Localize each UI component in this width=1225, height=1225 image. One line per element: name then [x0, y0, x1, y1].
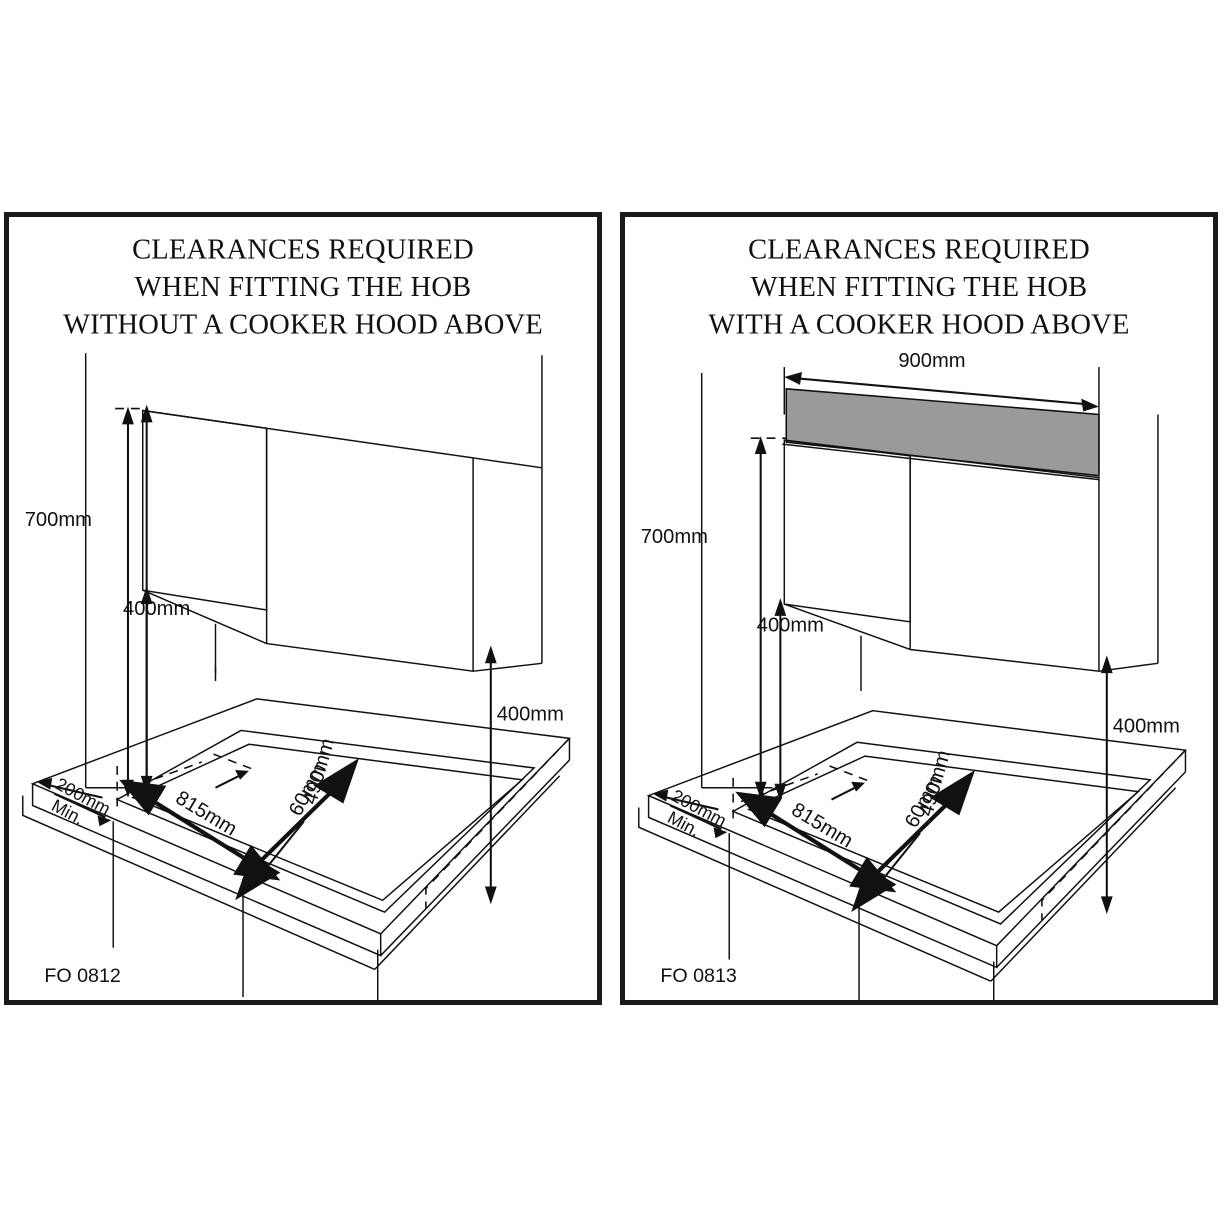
- hob-offset-guide-dashed-b: [740, 773, 818, 803]
- wall-cabinet-bottom-edge: [142, 589, 267, 645]
- dim-400-arrowhead-up-a: [140, 404, 153, 423]
- hob-offset-arrowhead: [235, 769, 249, 780]
- dim-900mm-label: 900mm: [898, 350, 965, 372]
- wall-cabinet-bottom-extension: [473, 662, 543, 672]
- figure-code: FO 0813: [660, 965, 736, 987]
- diagram-without-hood: CLEARANCES REQUIRED WHEN FITTING THE HOB…: [22, 234, 572, 1000]
- dim-815-arrowhead-a: [119, 779, 167, 816]
- dim-400-arrowhead-up: [774, 598, 787, 616]
- wall-cabinet-top-extension: [473, 457, 543, 469]
- hob-offset-guide-dashed-b: [124, 761, 202, 791]
- dim-700-arrowhead-up: [754, 436, 767, 454]
- cooker-hood-underside-line: [782, 443, 1100, 481]
- dim-700mm-label: 700mm: [641, 526, 708, 548]
- figure-code: FO 0812: [44, 965, 120, 987]
- dim-400mm-label: 400mm: [123, 598, 190, 620]
- dim-400-right-arrowhead-down: [484, 886, 497, 905]
- dim-490-arrowhead-a: [929, 769, 976, 816]
- dim-900-arrow-shaft: [792, 376, 1092, 406]
- dim-200-arrowhead-right: [713, 827, 728, 839]
- hob-offset-arrowhead: [851, 781, 865, 792]
- hob-inner-outline: [747, 755, 1141, 913]
- dim-815-arrow-shaft: [765, 809, 872, 879]
- dim-490-arrowhead-b: [235, 854, 281, 901]
- dim-490-arrow-shaft: [251, 788, 335, 871]
- wall-cabinet-front-face: [141, 409, 268, 611]
- dim-60-arrow-line: [261, 820, 305, 874]
- countertop-slab-lower-right: [990, 787, 1177, 982]
- wall-cabinet-bottom-edge: [784, 603, 911, 651]
- panel-title-line-3: WITH A COOKER HOOD ABOVE: [708, 309, 1129, 340]
- wall-cabinet-front-face: [783, 439, 911, 623]
- dim-200-arrow-right: [53, 792, 106, 819]
- countertop-right-edge-lower: [996, 771, 1186, 968]
- dim-400mm-label: 400mm: [757, 615, 824, 637]
- panel-title-line-2: WHEN FITTING THE HOB: [751, 272, 1088, 303]
- hob-outer-outline: [115, 729, 536, 913]
- hob-outer-outline: [731, 741, 1152, 925]
- cooker-hood-body: [785, 387, 1100, 477]
- panel-title-line-1: CLEARANCES REQUIRED: [748, 234, 1090, 265]
- dim-900-arrowhead-right: [1081, 398, 1099, 412]
- hob-offset-guide-dashed-a: [829, 765, 872, 783]
- countertop-slab-lower-line: [638, 807, 992, 982]
- countertop-right-edge-lower: [380, 759, 570, 957]
- countertop-front-edge: [31, 783, 382, 957]
- dim-400mm-right-label: 400mm: [1113, 715, 1180, 737]
- wall-cabinet-side-face: [784, 439, 1100, 673]
- countertop-rear-projection-dashed: [1041, 749, 1187, 921]
- dim-815-arrowhead-a: [735, 791, 783, 828]
- panel-title-line-3: WITHOUT A COOKER HOOD ABOVE: [63, 309, 543, 340]
- panel-title-line-1: CLEARANCES REQUIRED: [132, 234, 474, 265]
- dim-60-arrow-line: [877, 832, 921, 886]
- dim-200-arrow-left: [658, 794, 719, 811]
- dim-400-right-arrowhead-down: [1100, 896, 1113, 915]
- wall-cabinet-side-face: [142, 409, 474, 673]
- dim-700-arrowhead-down: [754, 781, 767, 800]
- dim-700mm-label: 700mm: [25, 509, 92, 531]
- dim-400mm-right-label: 400mm: [497, 704, 564, 726]
- panel-with-cooker-hood: CLEARANCES REQUIRED WHEN FITTING THE HOB…: [620, 212, 1218, 1005]
- diagram-with-hood: CLEARANCES REQUIRED WHEN FITTING THE HOB…: [638, 234, 1188, 1000]
- dim-815-arrow-shaft: [149, 797, 256, 867]
- dim-900-arrowhead-left: [784, 372, 802, 385]
- countertop-slab-lower-right: [374, 775, 561, 970]
- countertop-front-edge: [647, 795, 998, 969]
- dim-490-arrow-shaft: [867, 800, 951, 883]
- hob-inner-outline: [131, 743, 525, 902]
- dim-400-right-arrowhead-up: [484, 645, 497, 664]
- panel-without-cooker-hood: CLEARANCES REQUIRED WHEN FITTING THE HOB…: [4, 212, 602, 1005]
- dim-200-arrow-right: [669, 804, 722, 831]
- dim-200-arrow-left: [42, 782, 103, 799]
- countertop-slab-lower-line: [22, 795, 376, 971]
- dim-700-arrowhead-up: [122, 406, 134, 425]
- panel-title-line-2: WHEN FITTING THE HOB: [135, 272, 472, 303]
- dim-400-arrowhead-up-b: [140, 586, 153, 605]
- dim-200-arrowhead-right: [97, 815, 112, 827]
- dim-400-right-arrowhead-up: [1100, 655, 1113, 674]
- countertop-rear-projection-dashed: [425, 737, 571, 909]
- dim-490-arrowhead-b: [851, 866, 897, 913]
- hob-offset-guide-dashed-a: [213, 753, 256, 771]
- dim-490-arrowhead-a: [313, 758, 360, 804]
